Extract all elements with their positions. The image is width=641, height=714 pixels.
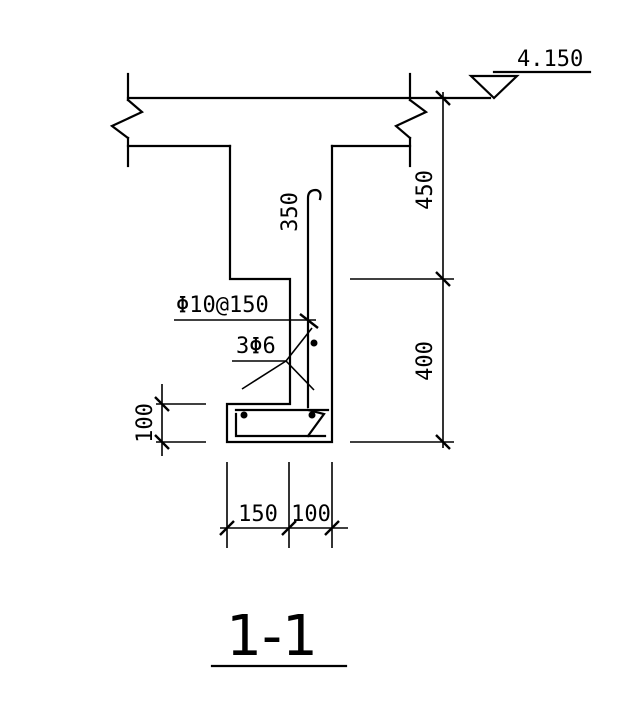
leader-lines <box>174 313 319 391</box>
rebar-dot <box>308 411 316 419</box>
dim-lower-height: 400 <box>413 341 438 381</box>
dim-ledge-width: 150 <box>238 502 278 527</box>
dim-web-width: 100 <box>291 502 331 527</box>
dim-upper-height: 450 <box>413 170 438 210</box>
elevation-marker <box>443 70 592 100</box>
right-dimension <box>350 90 454 450</box>
left-dimension <box>154 384 206 456</box>
rebar-dot <box>310 339 318 347</box>
elevation-value: 4.150 <box>517 47 583 72</box>
rebar-dot <box>240 411 248 419</box>
bottom-dimension <box>219 462 348 548</box>
section-title: 1-1 <box>226 604 317 669</box>
dim-ledge-height: 100 <box>133 403 158 443</box>
longitudinal-bar-label: 3Φ6 <box>236 334 276 359</box>
dim-hook-length: 350 <box>278 192 303 232</box>
stirrup-label: Φ10@150 <box>176 293 269 318</box>
slab-outline <box>109 72 447 168</box>
rebar-cage <box>234 188 330 438</box>
beam-outline <box>225 144 334 444</box>
